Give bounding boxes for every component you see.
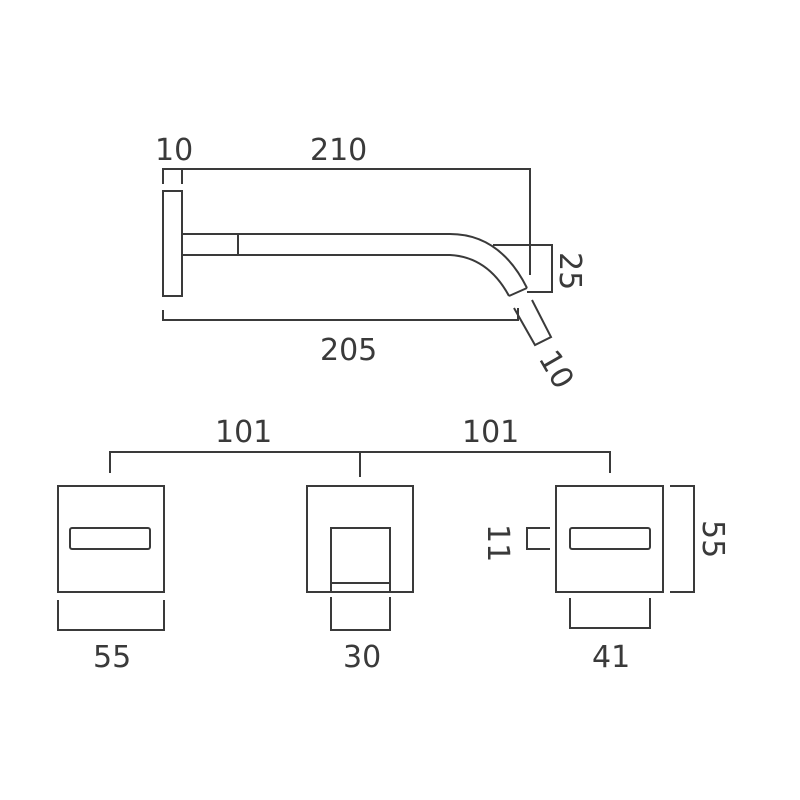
dim-line-30 bbox=[330, 597, 391, 631]
label-projection-205: 205 bbox=[320, 333, 377, 368]
label-outlet-height: 25 bbox=[552, 252, 587, 290]
label-backplate-thickness: 10 bbox=[155, 133, 193, 168]
left-handle-plate bbox=[57, 485, 165, 593]
dim-line-25 bbox=[493, 244, 553, 293]
label-spacing-right: 101 bbox=[462, 415, 519, 450]
label-lever-height: 11 bbox=[480, 524, 515, 562]
left-handle-lever bbox=[69, 527, 151, 550]
dim-line-11 bbox=[526, 527, 550, 550]
spout-tip bbox=[508, 287, 528, 297]
label-plate-height: 55 bbox=[695, 520, 730, 558]
label-projection-210: 210 bbox=[310, 133, 367, 168]
label-outlet-diameter: 10 bbox=[531, 345, 580, 396]
dim-line-205 bbox=[162, 308, 519, 321]
spout-plate-front bbox=[306, 485, 414, 593]
label-left-handle-width: 55 bbox=[93, 640, 131, 675]
side-view: 10 210 25 205 10 bbox=[155, 133, 587, 395]
spout-tube-bottom bbox=[238, 254, 510, 297]
label-lever-width: 41 bbox=[592, 640, 630, 675]
dim-line-41 bbox=[569, 598, 651, 629]
dim-line-55-right bbox=[670, 485, 695, 593]
right-handle-plate bbox=[555, 485, 664, 593]
spout-collar bbox=[181, 233, 239, 256]
dim-line-outlet-10 bbox=[513, 299, 553, 347]
right-handle-lever bbox=[569, 527, 651, 550]
dim-line-210 bbox=[162, 168, 531, 275]
backplate-side bbox=[162, 190, 183, 297]
label-spacing-left: 101 bbox=[215, 415, 272, 450]
front-view: 101 101 55 30 11 55 41 bbox=[57, 415, 730, 675]
dim-line-55-left bbox=[57, 600, 165, 631]
label-spout-width: 30 bbox=[343, 640, 381, 675]
spout-tube-top bbox=[238, 233, 528, 289]
spout-front bbox=[330, 527, 391, 593]
